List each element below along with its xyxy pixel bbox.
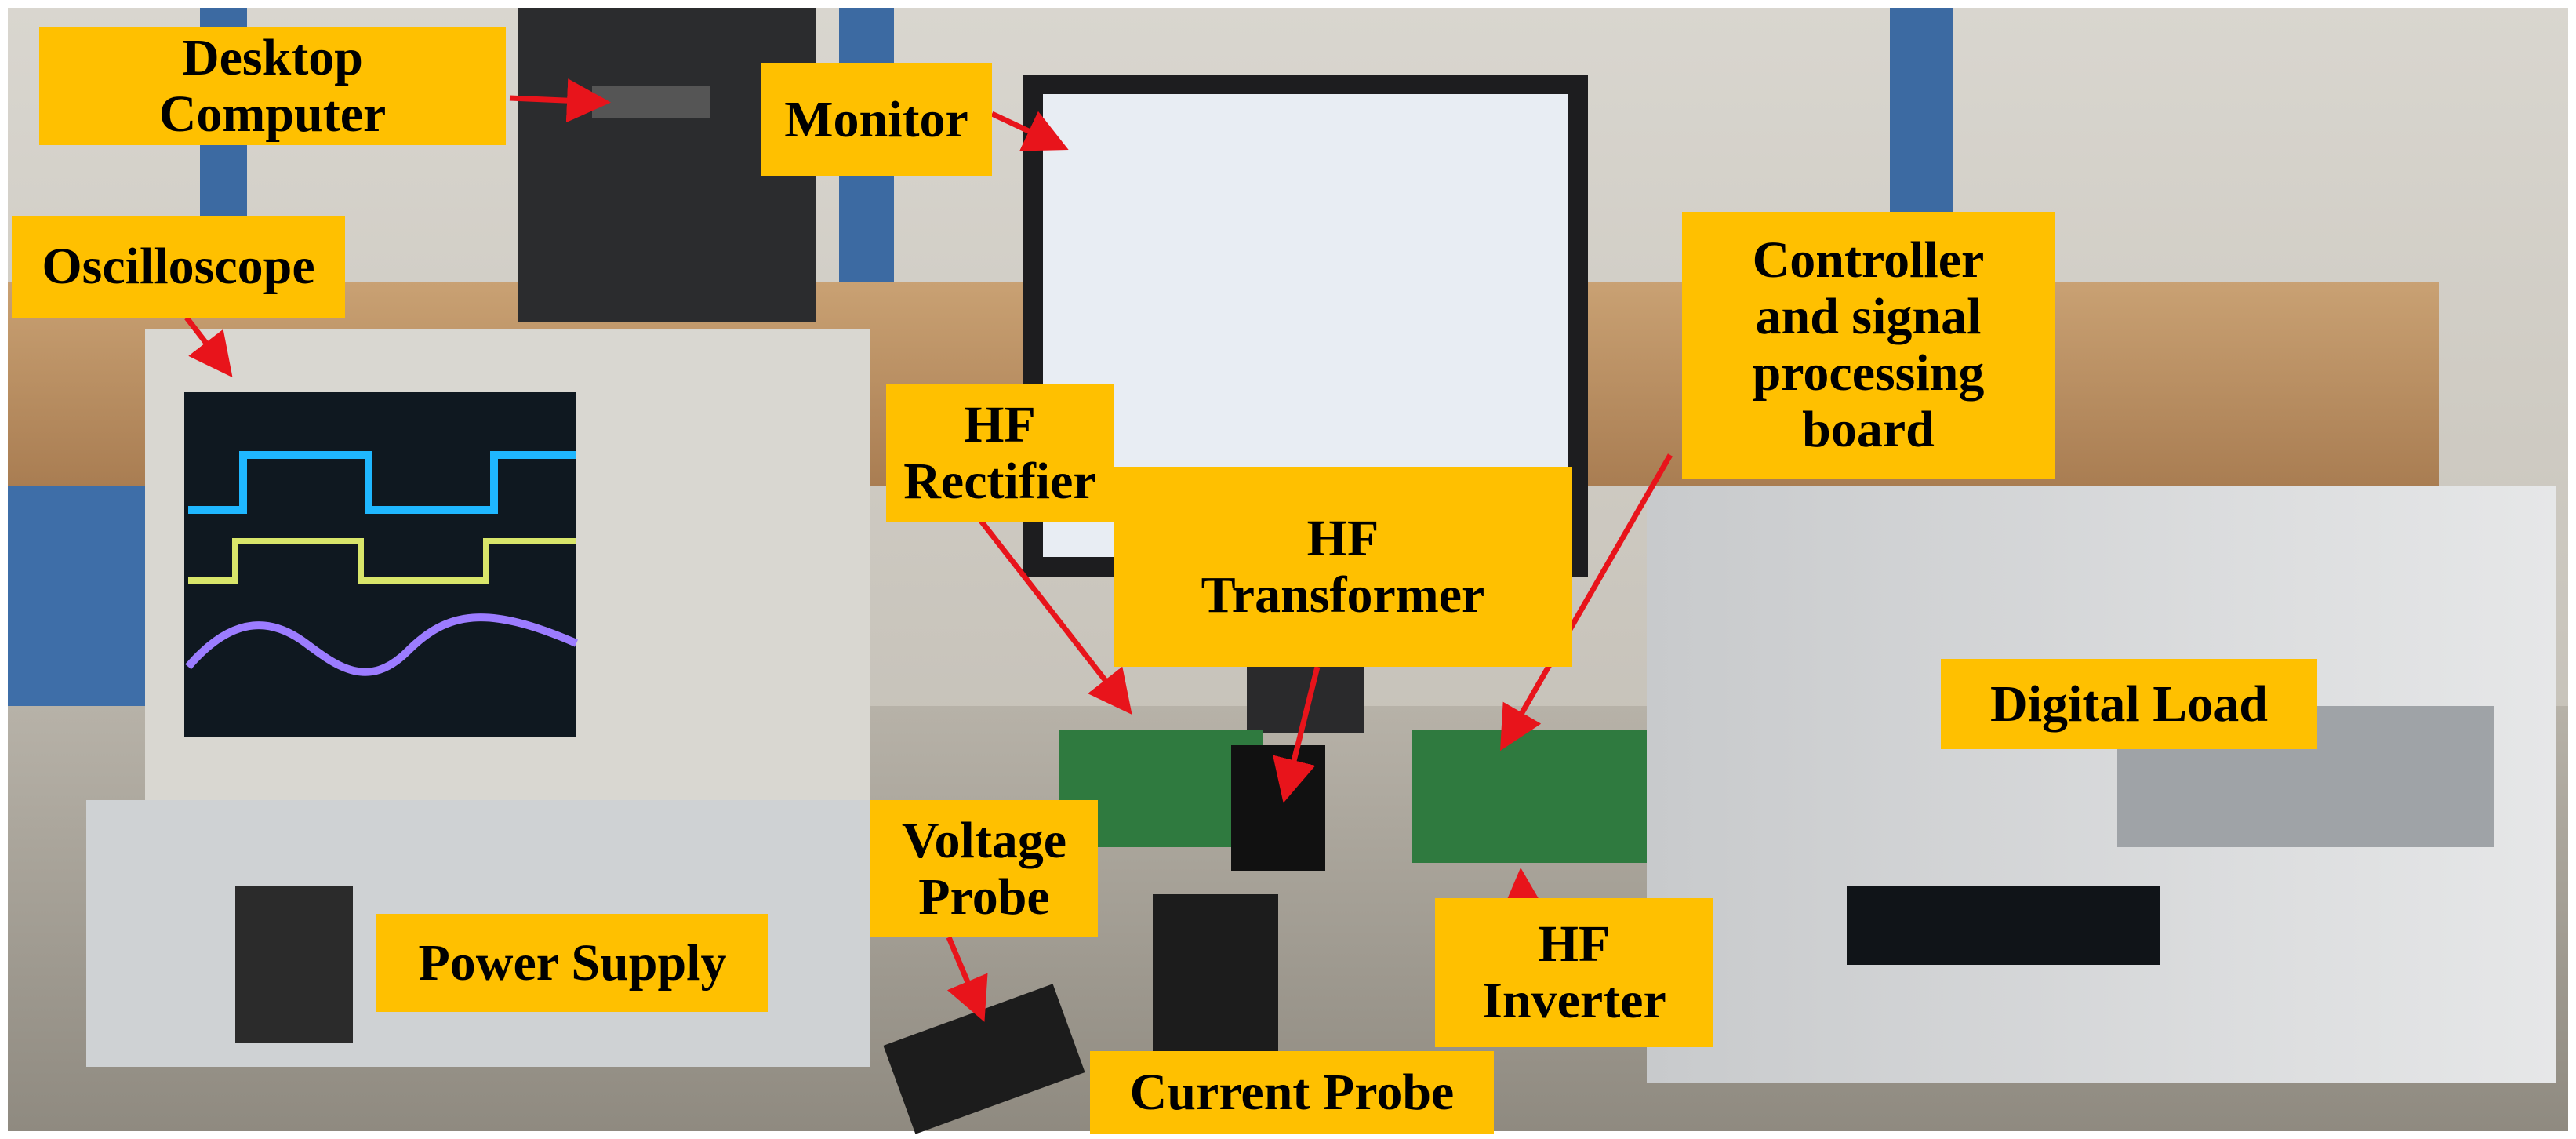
arrow-hf-rectifier — [970, 508, 1132, 715]
label-voltage-probe: Voltage Probe — [870, 800, 1098, 937]
label-line: Desktop — [181, 29, 364, 86]
arrow-voltage-probe — [946, 936, 988, 1022]
label-line: Oscilloscope — [42, 238, 315, 295]
label-line: and signal — [1755, 288, 1982, 345]
label-line: Transformer — [1201, 566, 1485, 624]
label-line: Digital Load — [1990, 675, 2268, 733]
label-line: processing — [1752, 344, 1985, 402]
label-hf-inverter: HF Inverter — [1435, 898, 1713, 1047]
waveform-yellow — [188, 538, 576, 584]
dell-badge — [592, 86, 710, 118]
arrow-desktop-computer — [509, 78, 611, 123]
label-line: Monitor — [784, 90, 968, 148]
label-current-probe: Current Probe — [1090, 1051, 1494, 1134]
arrow-hf-transformer — [1273, 666, 1321, 803]
power-supply-panel — [235, 886, 353, 1043]
label-monitor: Monitor — [761, 63, 992, 176]
oscilloscope-screen — [184, 392, 576, 737]
label-line: Inverter — [1482, 972, 1666, 1029]
label-line: Rectifier — [903, 452, 1096, 510]
inverter-board — [1412, 730, 1647, 863]
label-digital-load: Digital Load — [1941, 659, 2317, 749]
label-line: HF — [1306, 509, 1379, 567]
label-line: Probe — [918, 868, 1050, 926]
arrow-oscilloscope — [184, 315, 233, 378]
label-hf-rectifier: HF Rectifier — [886, 384, 1114, 522]
waveform-blue — [188, 451, 576, 514]
label-oscilloscope: Oscilloscope — [12, 216, 345, 318]
arrow-controller — [1500, 453, 1673, 751]
label-line: Power Supply — [418, 933, 727, 992]
voltage-probe-body — [883, 984, 1085, 1134]
label-desktop-computer: Desktop Computer — [39, 27, 506, 145]
digital-load-display — [1847, 886, 2160, 965]
current-probe-body — [1153, 894, 1278, 1051]
label-line: Current Probe — [1129, 1063, 1455, 1121]
label-line: Voltage — [901, 811, 1067, 869]
label-line: Computer — [158, 86, 387, 143]
waveform-purple — [185, 613, 578, 676]
label-hf-transformer: HF Transformer — [1114, 467, 1572, 667]
label-controller: Controller and signal processing board — [1682, 212, 2055, 479]
label-power-supply: Power Supply — [376, 914, 768, 1012]
label-line: HF — [964, 395, 1036, 453]
label-line: board — [1802, 401, 1935, 458]
label-line: Controller — [1752, 231, 1985, 289]
arrow-monitor — [990, 111, 1069, 151]
label-line: HF — [1538, 915, 1611, 973]
